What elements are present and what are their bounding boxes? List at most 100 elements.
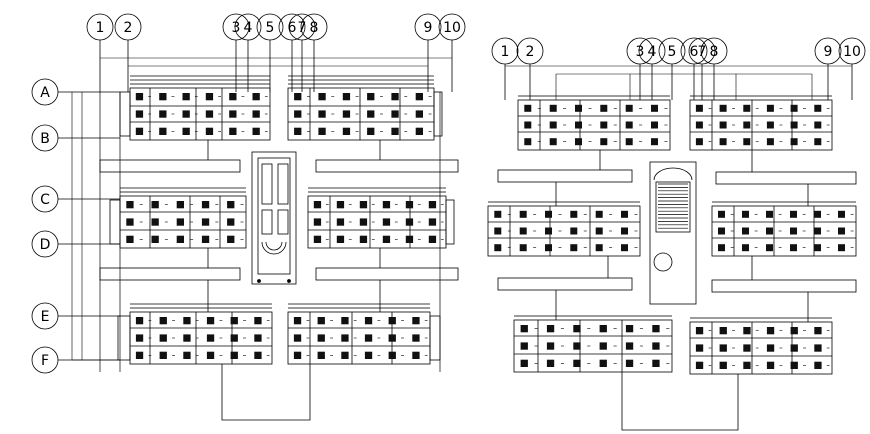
room-fixture: [719, 104, 727, 112]
svg-text:9: 9: [824, 44, 833, 60]
room-fixture: [790, 227, 797, 235]
room-fixture: [391, 127, 399, 135]
room-fixture: [742, 210, 749, 218]
room-fixture: [814, 327, 822, 335]
room-fixture: [790, 361, 798, 369]
room-fixture: [341, 351, 349, 359]
room-fixture: [182, 127, 190, 135]
svg-text:1: 1: [96, 20, 105, 36]
svg-text:8: 8: [710, 44, 719, 60]
room-fixture: [135, 110, 144, 118]
room-fixture: [182, 93, 190, 101]
room-fixture: [524, 121, 532, 129]
room-fixture: [428, 201, 437, 209]
room-fixture: [313, 235, 322, 243]
svg-text:10: 10: [843, 44, 861, 60]
room-fixture: [205, 93, 214, 101]
room-fixture: [718, 244, 725, 252]
room-fixture: [814, 361, 822, 369]
room-fixture: [135, 317, 144, 325]
room-fixture: [230, 334, 238, 342]
room-fixture: [230, 351, 238, 359]
room-fixture: [159, 317, 167, 325]
room-fixture: [367, 127, 375, 135]
room-fixture: [575, 138, 582, 146]
room-fixture: [151, 201, 159, 209]
svg-text:6: 6: [690, 44, 699, 60]
room-fixture: [625, 104, 633, 112]
left-central-atrium: [251, 151, 297, 285]
room-fixture: [545, 210, 552, 218]
room-fixture: [546, 325, 555, 333]
left-row-grid-bubbles: A B C D E F: [31, 78, 120, 374]
room-fixture: [814, 138, 822, 146]
room-fixture: [718, 227, 725, 235]
room-fixture: [159, 334, 167, 342]
room-fixture: [766, 227, 773, 235]
grid-bubble-col-6: 6: [680, 37, 708, 100]
room-fixture: [573, 325, 581, 333]
room-fixture: [405, 235, 414, 243]
room-fixture: [293, 317, 302, 325]
room-fixture: [135, 334, 144, 342]
room-fixture: [621, 244, 628, 252]
room-fixture: [367, 93, 375, 101]
room-fixture: [359, 218, 368, 226]
room-fixture: [227, 201, 235, 209]
room-fixture: [546, 342, 555, 350]
room-fixture: [252, 93, 260, 101]
room-fixture: [766, 361, 775, 369]
room-fixture: [814, 104, 822, 112]
room-fixture: [254, 317, 262, 325]
room-fixture: [599, 359, 607, 367]
room-fixture: [743, 327, 751, 335]
grid-bubble-row-B: B: [31, 124, 120, 152]
room-fixtures-layer: [120, 83, 856, 369]
room-fixture: [790, 244, 797, 252]
room-fixture: [391, 110, 399, 118]
left-bottom-connector: [221, 364, 311, 421]
room-fixture: [428, 218, 437, 226]
svg-text:E: E: [41, 309, 50, 325]
room-fixture: [388, 334, 396, 342]
room-fixture: [341, 317, 349, 325]
room-fixture: [719, 361, 727, 369]
room-fixture: [126, 218, 134, 226]
room-fixture: [206, 317, 215, 325]
room-fixture: [294, 127, 302, 135]
right-corridors: [497, 150, 857, 322]
svg-text:F: F: [41, 353, 49, 369]
room-fixture: [318, 110, 326, 118]
room-fixture: [651, 121, 658, 129]
room-fixture: [790, 138, 798, 146]
room-fixture: [766, 327, 775, 335]
room-fixture: [766, 138, 774, 146]
room-fixture: [766, 344, 775, 352]
room-fixture: [790, 344, 798, 352]
room-fixture: [520, 359, 528, 367]
svg-text:5: 5: [266, 20, 275, 36]
room-fixture: [341, 334, 349, 342]
room-fixture: [814, 244, 821, 252]
room-fixture: [151, 218, 159, 226]
svg-text:5: 5: [668, 44, 677, 60]
room-fixture: [254, 334, 262, 342]
room-fixture: [600, 104, 608, 112]
room-fixture: [382, 218, 391, 226]
grid-bubble-row-E: E: [31, 302, 120, 330]
grid-bubble-col-7: 7: [688, 37, 716, 100]
room-fixture: [621, 227, 628, 235]
room-fixture: [494, 227, 502, 235]
room-fixture: [652, 342, 660, 350]
room-fixture: [126, 201, 134, 209]
room-fixture: [359, 235, 368, 243]
room-fixture: [695, 327, 704, 335]
room-fixture: [573, 342, 581, 350]
room-fixture: [252, 127, 260, 135]
right-column-grid-bubbles: 1 2 3 4 5 6 7 8 9 10: [491, 37, 866, 100]
room-fixture: [182, 110, 190, 118]
room-fixture: [519, 210, 527, 218]
room-fixture: [159, 93, 167, 101]
room-fixture: [318, 93, 326, 101]
